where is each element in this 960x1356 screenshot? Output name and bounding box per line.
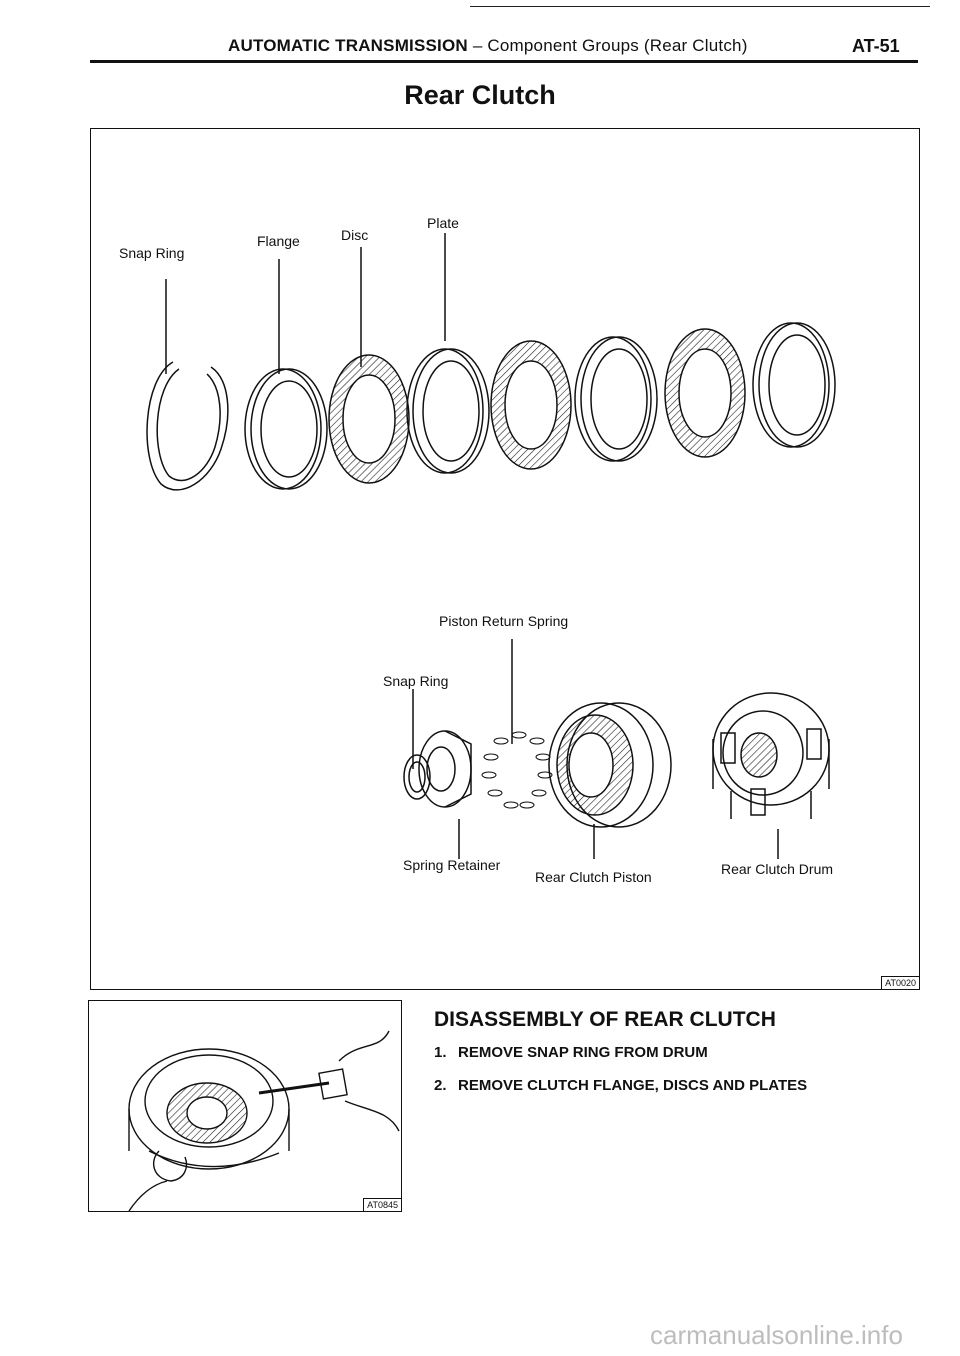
label-rear-clutch-piston: Rear Clutch Piston: [535, 869, 652, 885]
page-number: AT-51: [852, 36, 900, 56]
step-1: 1. REMOVE SNAP RING FROM DRUM: [434, 1044, 708, 1061]
rear-clutch-drum-drawing: [712, 692, 830, 819]
piston-return-springs-drawing: [481, 731, 553, 809]
label-snap-ring-top: Snap Ring: [119, 245, 185, 261]
header-top-rule: [470, 6, 930, 7]
spring-retainer-drawing: [418, 730, 472, 808]
plate-drawing-1: [406, 348, 490, 474]
exploded-view-figure: Snap Ring Flange Disc Plate Piston Retur…: [90, 128, 920, 990]
snap-ring-drawing: [146, 361, 229, 491]
disc-drawing-3: [664, 328, 746, 458]
removal-drawing: [128, 1030, 400, 1212]
label-disc: Disc: [341, 227, 369, 243]
disc-drawing-1: [328, 354, 410, 484]
rear-clutch-piston-drawing: [548, 702, 672, 828]
small-snap-ring-drawing: [403, 754, 431, 800]
label-snap-ring-bottom: Snap Ring: [383, 673, 449, 689]
step-2-number: 2.: [434, 1077, 447, 1094]
header-rule: [90, 60, 918, 63]
step-1-number: 1.: [434, 1044, 447, 1061]
step-2-text: REMOVE CLUTCH FLANGE, DISCS AND PLATES: [458, 1077, 808, 1094]
label-piston-return-spring: Piston Return Spring: [439, 613, 569, 629]
label-plate: Plate: [427, 215, 459, 231]
figure-code: AT0020: [881, 976, 920, 990]
label-spring-retainer: Spring Retainer: [403, 857, 501, 873]
label-flange: Flange: [257, 233, 300, 249]
label-rear-clutch-drum: Rear Clutch Drum: [721, 861, 834, 877]
watermark: carmanualsonline.info: [650, 1320, 903, 1350]
section-title: DISASSEMBLY OF REAR CLUTCH: [434, 1008, 776, 1031]
flange-drawing: [244, 368, 328, 490]
removal-illustration: AT0845: [88, 1000, 402, 1212]
header-title-rest: – Component Groups (Rear Clutch): [467, 36, 748, 55]
header-title: AUTOMATIC TRANSMISSION – Component Group…: [228, 36, 748, 56]
step-1-text: REMOVE SNAP RING FROM DRUM: [458, 1044, 708, 1061]
plate-drawing-3: [752, 322, 836, 448]
step-2: 2. REMOVE CLUTCH FLANGE, DISCS AND PLATES: [434, 1077, 807, 1094]
page-title: Rear Clutch: [404, 80, 556, 110]
figure2-code: AT0845: [363, 1198, 402, 1212]
plate-drawing-2: [574, 336, 658, 462]
header-title-bold: AUTOMATIC TRANSMISSION: [228, 36, 468, 55]
disc-drawing-2: [490, 340, 572, 470]
exploded-view-drawing: [146, 233, 836, 859]
